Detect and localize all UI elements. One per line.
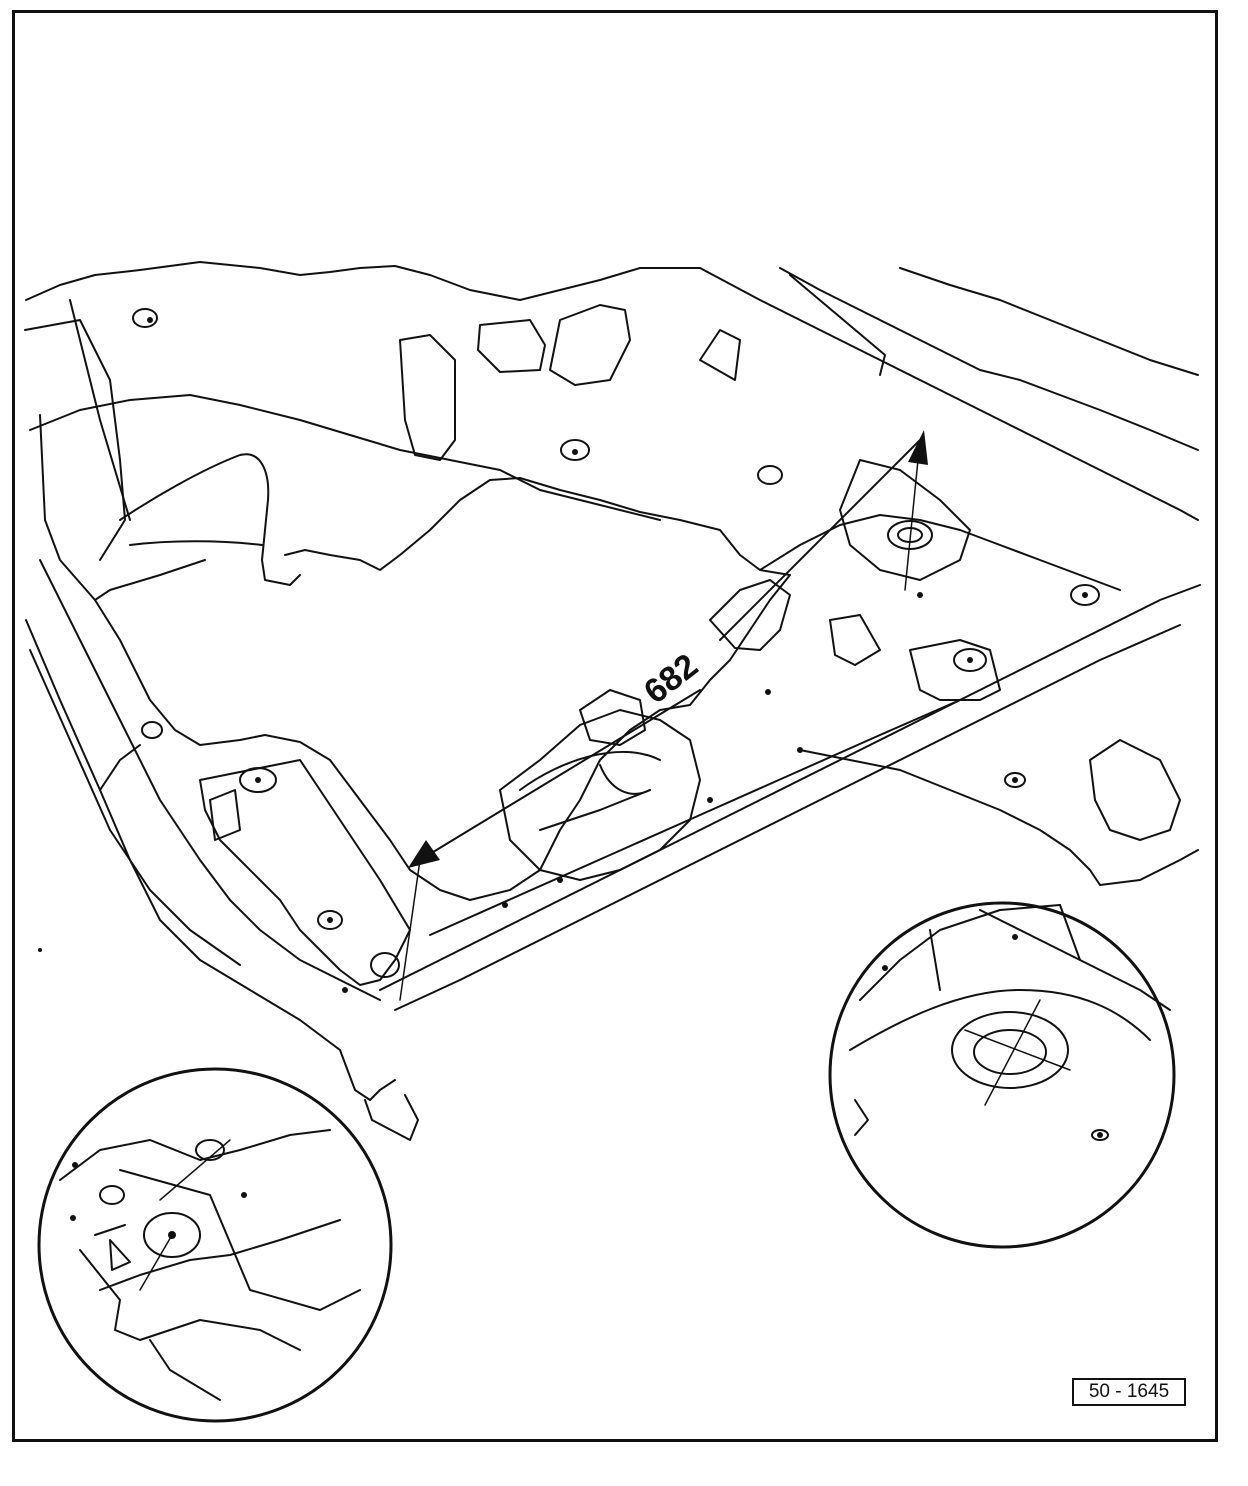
detail-view-right (828, 901, 1176, 1249)
detail-view-left (37, 1067, 393, 1423)
figure-number: 50 - 1645 (1072, 1378, 1186, 1406)
callout-682-leaders (399, 430, 928, 1001)
callout-label-682: 682 (637, 646, 705, 711)
page-frame (12, 10, 1218, 1442)
detail-dots (38, 317, 1088, 993)
underbody-structure (24, 261, 1201, 1141)
